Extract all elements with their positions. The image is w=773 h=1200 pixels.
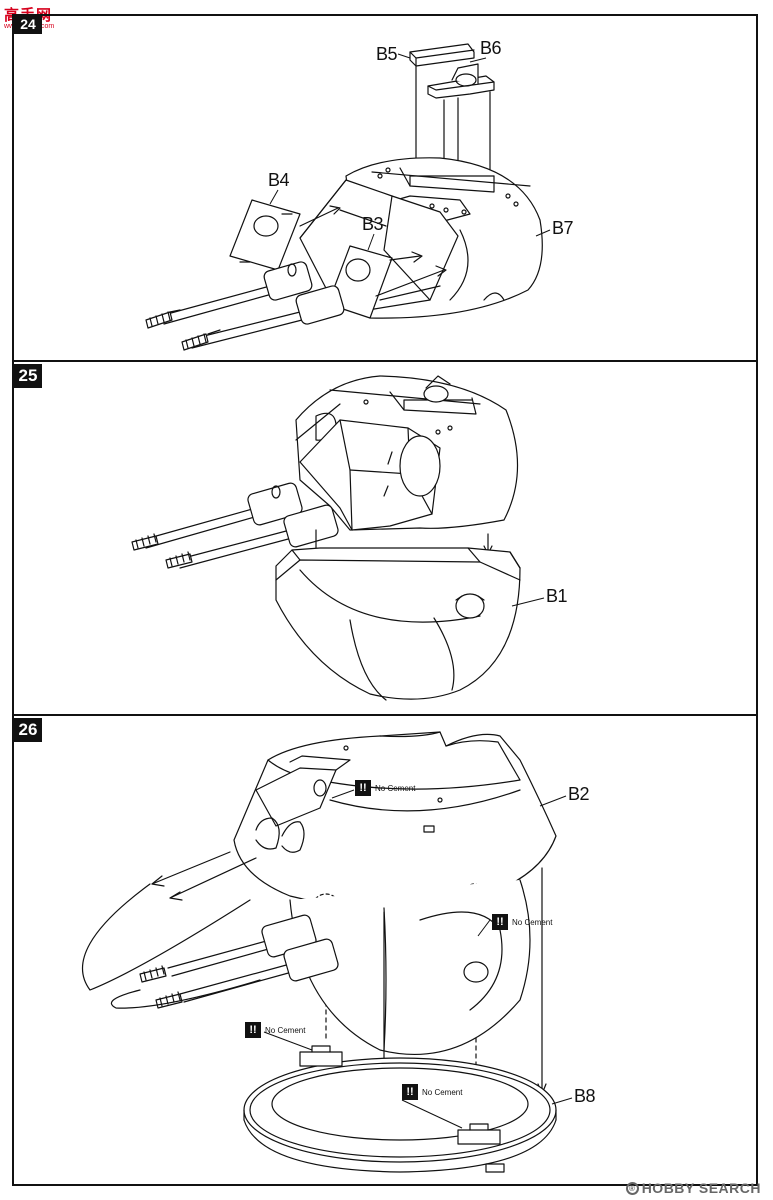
part-label-b4: B4 [268,170,290,190]
registered-mark-icon: ® [625,1181,639,1195]
instruction-sheet-frame [12,14,758,1186]
no-cement-note-2: !! No Cement [492,914,552,930]
part-label-b3: B3 [362,214,384,234]
no-cement-note-4: !! No Cement [402,1084,462,1100]
no-cement-note-3: !! No Cement [245,1022,305,1038]
no-cement-text: No Cement [512,917,553,927]
step-24-turret-illustration [146,44,542,350]
part-label-b2: B2 [568,784,590,804]
hobby-search-watermark: ® HOBBY SEARCH [625,1180,761,1196]
step-26-turret-illustration [83,732,557,1172]
warning-icon: !! [355,780,371,796]
part-label-b8: B8 [574,1086,596,1106]
watermark-text: HOBBY SEARCH [641,1180,761,1196]
step-25-badge: 25 [14,364,42,388]
step-26-badge: 26 [14,718,42,742]
part-label-b5: B5 [376,44,398,64]
no-cement-text: No Cement [422,1087,463,1097]
step-divider-24-25 [12,360,758,362]
step-divider-25-26 [12,714,758,716]
warning-icon: !! [245,1022,261,1038]
warning-icon: !! [402,1084,418,1100]
no-cement-note-1: !! No Cement [355,780,415,796]
step-24-badge: 24 [14,16,42,34]
step-25-turret-illustration [132,376,520,700]
warning-icon: !! [492,914,508,930]
part-label-b6: B6 [480,38,502,58]
part-label-b1: B1 [546,586,568,606]
part-label-b7: B7 [552,218,574,238]
no-cement-text: No Cement [265,1025,306,1035]
no-cement-text: No Cement [375,783,416,793]
